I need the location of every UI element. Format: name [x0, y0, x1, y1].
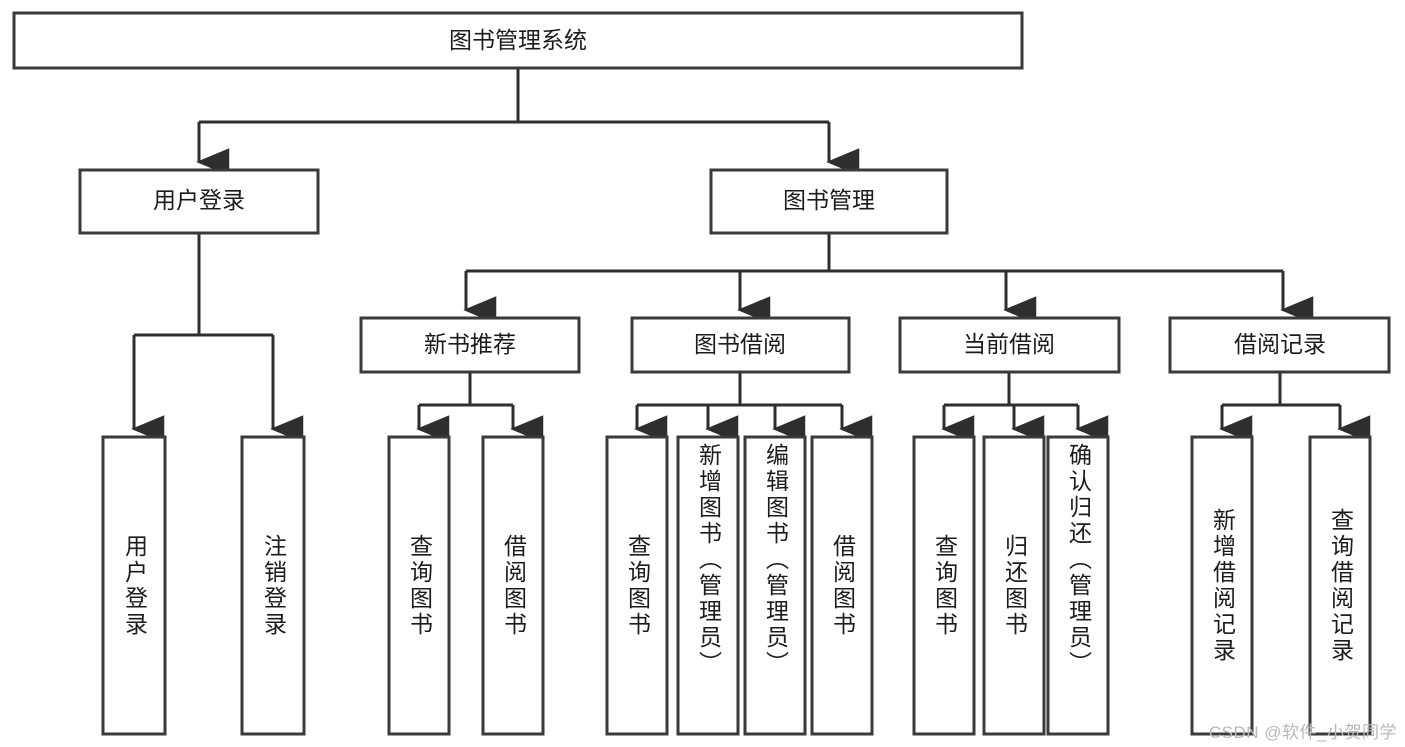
- leafbox-user-login[interactable]: [101, 435, 167, 736]
- node-current-borrow-label: 当前借阅: [963, 331, 1055, 357]
- node-root[interactable]: 图书管理系统: [12, 11, 1024, 70]
- leafbox-query-borrow-record[interactable]: [1308, 435, 1372, 736]
- node-borrow-record[interactable]: 借阅记录: [1168, 316, 1391, 374]
- connector-layer: [131, 68, 1371, 443]
- leafbox-edit-book-admin[interactable]: [743, 435, 807, 736]
- node-user-login[interactable]: 用户登录: [78, 168, 320, 235]
- node-layer: 图书管理系统 用户登录 图书管理 新书推荐 图书借阅 当前: [12, 11, 1391, 736]
- leafbox-query-book-current[interactable]: [912, 435, 976, 736]
- watermark: CSDN @软件_小贺同学: [1208, 723, 1397, 742]
- node-book-borrow-label: 图书借阅: [694, 331, 786, 357]
- node-user-login-label: 用户登录: [153, 187, 245, 213]
- leafbox-borrow-book[interactable]: [810, 435, 874, 736]
- leafbox-add-borrow-record[interactable]: [1190, 435, 1254, 736]
- node-new-book-recommend[interactable]: 新书推荐: [359, 316, 581, 374]
- leafbox-return-book[interactable]: [982, 435, 1046, 736]
- leafbox-logout-login[interactable]: [240, 435, 306, 736]
- leafbox-query-book-recommend[interactable]: [387, 435, 451, 736]
- leafbox-borrow-book-recommend[interactable]: [481, 435, 545, 736]
- node-root-label: 图书管理系统: [449, 27, 587, 53]
- node-new-book-recommend-label: 新书推荐: [424, 331, 516, 357]
- leafbox-query-book-borrow[interactable]: [605, 435, 669, 736]
- leafbox-add-book-admin[interactable]: [676, 435, 740, 736]
- node-book-management[interactable]: 图书管理: [709, 168, 949, 235]
- leafbox-confirm-return-admin[interactable]: [1046, 435, 1110, 736]
- node-borrow-record-label: 借阅记录: [1234, 331, 1326, 357]
- node-book-management-label: 图书管理: [783, 187, 875, 213]
- node-current-borrow[interactable]: 当前借阅: [898, 316, 1121, 374]
- node-book-borrow[interactable]: 图书借阅: [630, 316, 851, 374]
